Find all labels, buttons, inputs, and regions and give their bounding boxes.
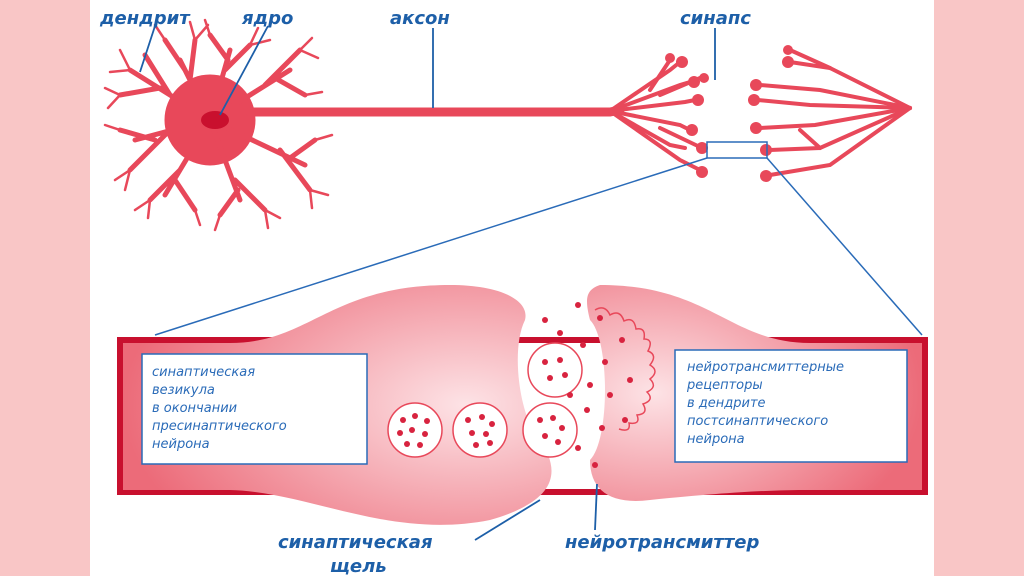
label-synaptic-cleft-2: щель	[330, 556, 387, 576]
label-axon: аксон	[390, 8, 450, 29]
dendrite-leader	[139, 25, 156, 73]
receptor-info-line: постсинаптического	[687, 414, 828, 429]
receptor-info-box	[674, 349, 908, 463]
neuron-synapse-diagram: синаптическая везикула в окончании преси…	[99, 8, 928, 576]
cleft-leader	[474, 499, 541, 541]
vesicle-info-box	[141, 353, 368, 465]
vesicle-info-line: везикула	[152, 383, 215, 398]
nucleus-leader	[219, 25, 269, 116]
label-neurotransmitter: нейротрансмиттер	[565, 532, 759, 553]
vesicle-info-line: пресинаптического	[152, 419, 287, 434]
postsynaptic-dendrites	[756, 48, 912, 177]
neurotransmitter-molecules	[542, 302, 633, 468]
neuron-soma	[103, 18, 334, 232]
zoom-line-left	[154, 157, 708, 336]
vesicle-info-line: синаптическая	[152, 365, 255, 380]
receptor-scallops	[594, 307, 656, 431]
presynaptic-boutons	[665, 53, 709, 178]
zoom-line-right	[766, 157, 923, 336]
label-dendrite: дендрит	[99, 8, 191, 29]
vesicle-contents	[397, 357, 568, 448]
receptor-info-line: рецепторы	[686, 378, 763, 393]
receptor-info-line: нейротрансмиттерные	[687, 360, 844, 375]
nucleus	[201, 111, 229, 129]
vesicle-info-line: в окончании	[152, 401, 237, 416]
label-nucleus: ядро	[241, 8, 293, 29]
receptor-info-line: в дендрите	[687, 396, 766, 411]
neurotransmitter-leader	[594, 483, 598, 531]
axon	[245, 105, 625, 117]
postsynaptic-spines	[748, 45, 794, 182]
axon-terminals	[608, 58, 704, 172]
diagram-canvas: синаптическая везикула в окончании преси…	[90, 0, 934, 576]
synapse-zoom-box	[706, 141, 768, 159]
label-synaptic-cleft: синаптическая	[278, 532, 433, 553]
vesicle-info-line: нейрона	[152, 437, 210, 452]
synaptic-vesicles	[387, 342, 583, 458]
label-synapse: синапс	[680, 8, 751, 29]
receptor-info-line: нейрона	[687, 432, 745, 447]
